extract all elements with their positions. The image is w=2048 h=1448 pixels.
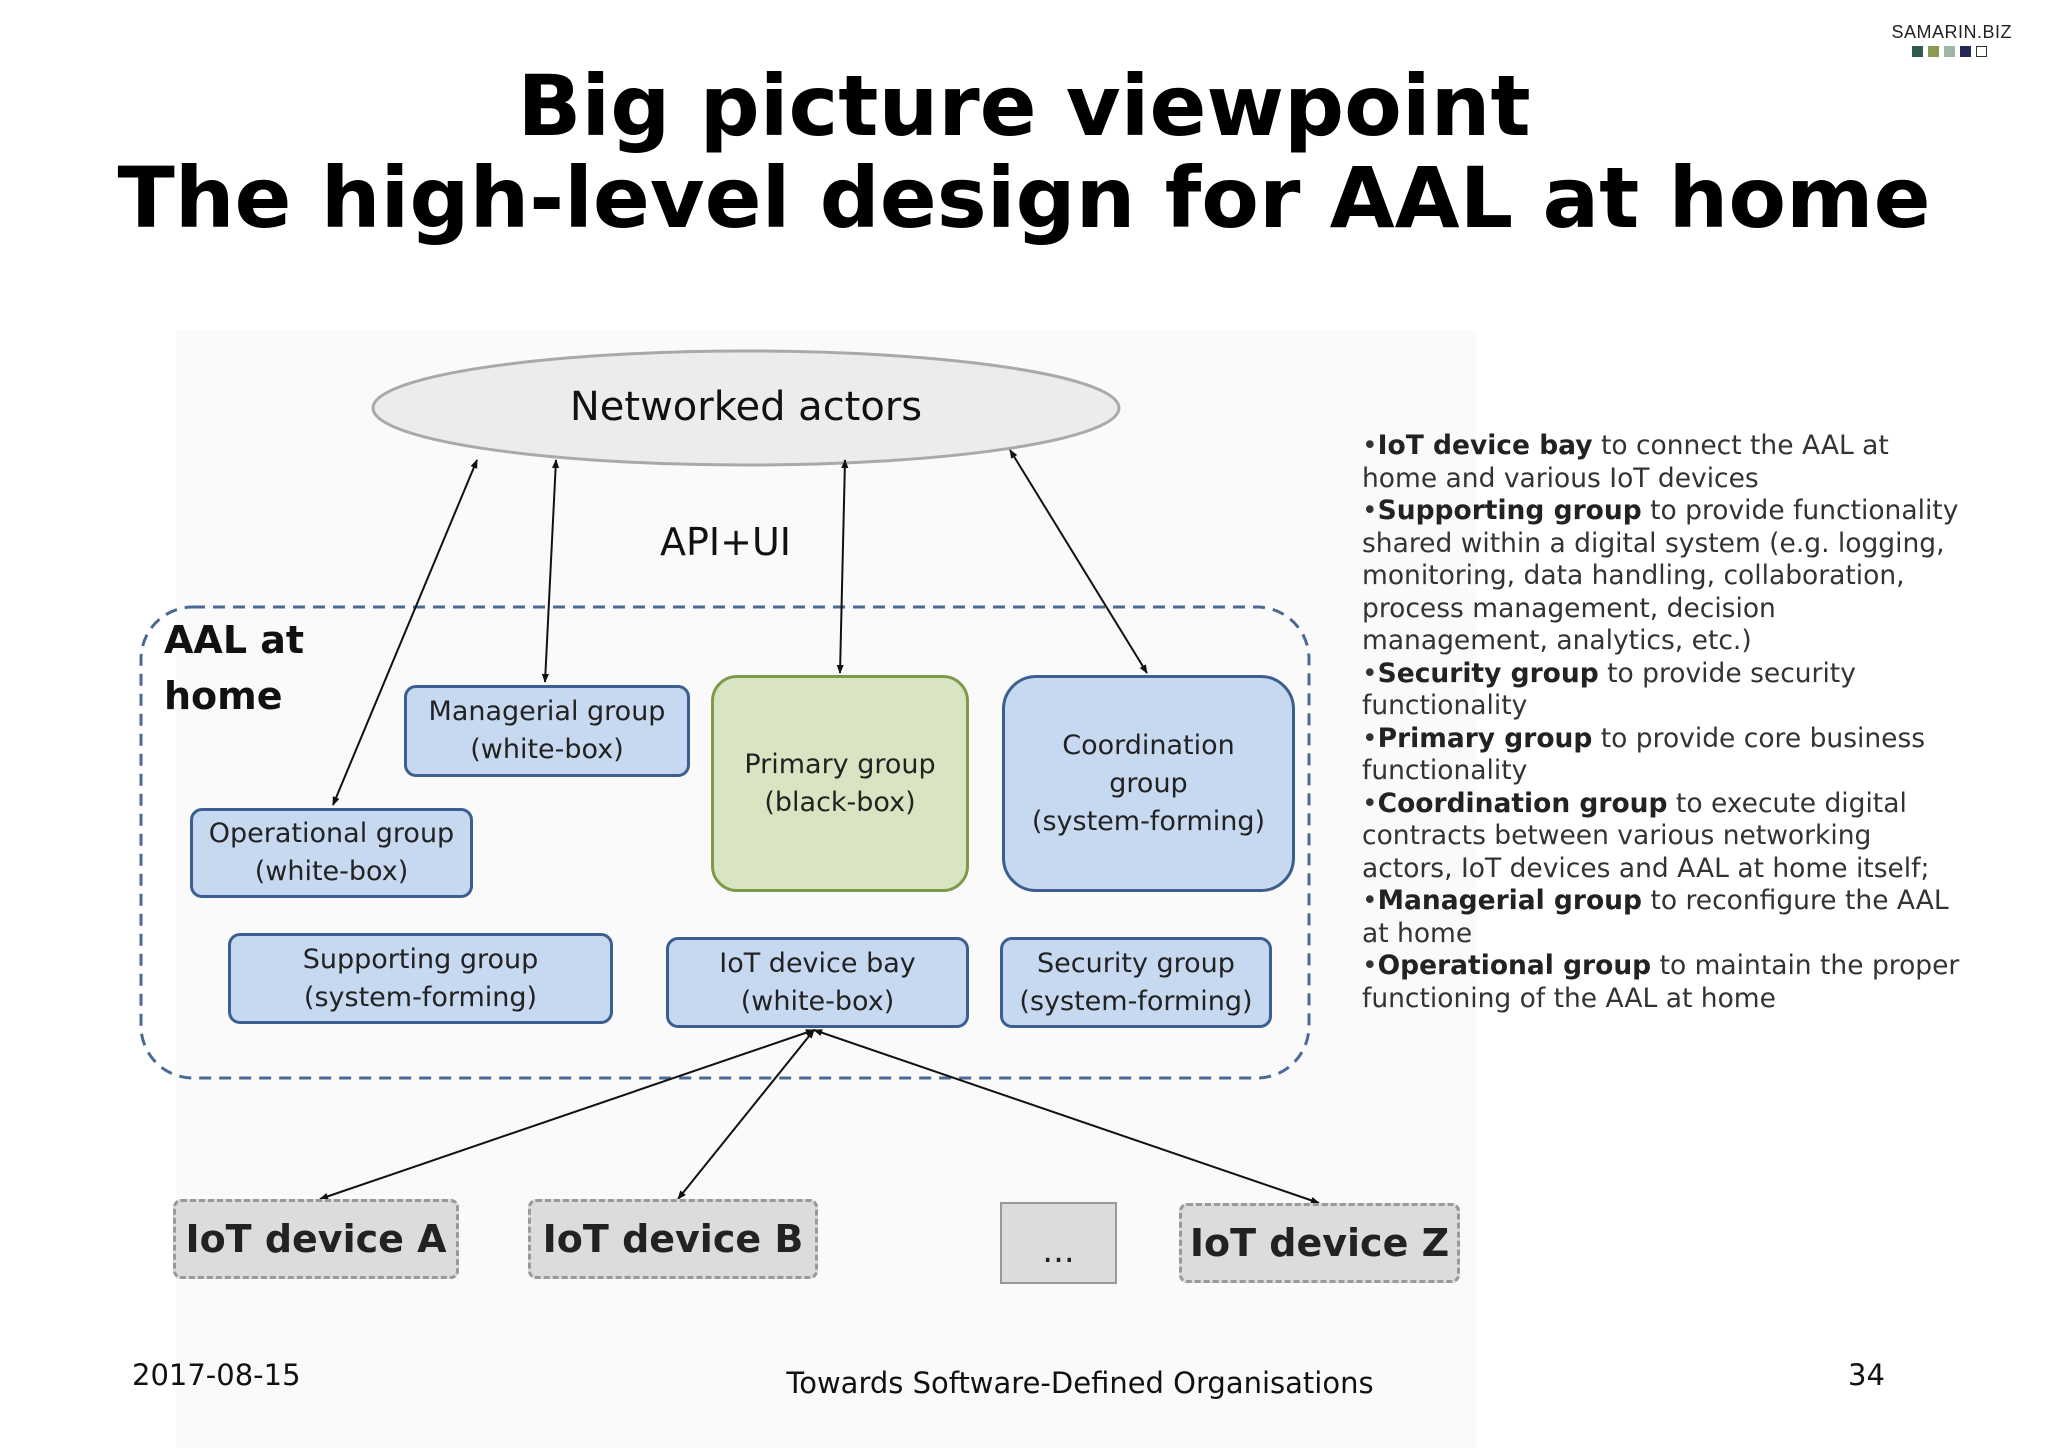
box-label: (white-box) xyxy=(470,734,624,765)
brand-logo-text: SAMARIN.BIZ xyxy=(1891,22,2012,42)
note-text: to provide functionality shared within a… xyxy=(1362,495,1959,656)
iot-device-z-box[interactable]: IoT device Z xyxy=(1179,1203,1460,1283)
note-text: to maintain the proper functioning of th… xyxy=(1362,950,1960,1014)
note-item: •IoT device bay to connect the AAL at ho… xyxy=(1362,430,1889,494)
note-term: Supporting group xyxy=(1377,495,1642,526)
note-term: Managerial group xyxy=(1377,885,1643,916)
managerial-group-box[interactable]: Managerial group (white-box) xyxy=(404,685,690,777)
arrow-bay-device-z xyxy=(813,1029,1320,1204)
aal-at-home-label: AAL at home xyxy=(164,612,304,724)
note-text: to provide core business functionality xyxy=(1362,722,1926,787)
arrow-actors-coordination xyxy=(1009,449,1148,674)
arrow-bay-device-b xyxy=(677,1029,815,1200)
page-number: 34 xyxy=(1848,1358,1885,1392)
brand-square xyxy=(1944,46,1955,57)
note-item: •Primary group to provide core business … xyxy=(1362,722,1926,787)
supporting-group-box[interactable]: Supporting group (system-forming) xyxy=(228,933,613,1024)
brand-square xyxy=(1912,46,1923,57)
note-item: •Coordination group to execute digital c… xyxy=(1362,787,1930,884)
box-label: Supporting group xyxy=(302,943,539,975)
brand-square xyxy=(1976,46,1987,57)
arrow-actors-managerial xyxy=(541,459,560,683)
slide-title-line-1: Big picture viewpoint xyxy=(517,57,1531,155)
more-devices-box[interactable]: ... xyxy=(1000,1202,1117,1284)
note-term: Primary group xyxy=(1377,722,1593,754)
box-label: Primary group xyxy=(744,748,936,780)
arrow-actors-primary xyxy=(836,459,849,674)
brand-logo-squares xyxy=(1912,46,1987,57)
box-label: (white-box) xyxy=(254,856,409,887)
box-label: Managerial group xyxy=(428,696,666,727)
iot-device-b-box[interactable]: IoT device B xyxy=(528,1199,818,1279)
brand-square xyxy=(1960,46,1971,57)
note-item: •Managerial group to reconfigure the AAL… xyxy=(1362,885,1949,949)
iot-device-bay-box[interactable]: IoT device bay (white-box) xyxy=(666,937,969,1028)
box-label: group xyxy=(1109,767,1188,799)
security-group-box[interactable]: Security group (system-forming) xyxy=(1000,937,1272,1028)
arrow-actors-operational xyxy=(332,459,478,806)
note-item: •Operational group to maintain the prope… xyxy=(1362,950,1960,1014)
networked-actors-label: Networked actors xyxy=(569,384,923,430)
frame-label-line: home xyxy=(164,674,283,718)
note-text: to execute digital contracts between var… xyxy=(1362,787,1930,884)
arrow-bay-device-a xyxy=(319,1029,815,1200)
box-label: (system-forming) xyxy=(303,981,538,1013)
note-text: to reconfigure the AAL at home xyxy=(1362,885,1949,949)
slide-title-line-2: The high-level design for AAL at home xyxy=(117,149,1931,247)
box-label: Coordination xyxy=(1062,729,1235,761)
primary-group-box[interactable]: Primary group (black-box) xyxy=(711,675,969,892)
box-label: (system-forming) xyxy=(1031,805,1266,837)
note-term: Coordination group xyxy=(1377,787,1668,819)
footer-date: 2017-08-15 xyxy=(132,1358,301,1392)
operational-group-box[interactable]: Operational group (white-box) xyxy=(190,808,473,898)
footer-title: Towards Software-Defined Organisations xyxy=(786,1366,1374,1400)
box-label: Operational group xyxy=(208,818,455,849)
box-label: Security group xyxy=(1037,947,1235,979)
frame-label-line: AAL at xyxy=(164,618,305,662)
note-item: •Security group to provide security func… xyxy=(1362,657,1856,722)
box-label: (system-forming) xyxy=(1019,985,1253,1017)
coordination-group-box[interactable]: Coordination group (system-forming) xyxy=(1002,675,1295,892)
iot-device-a-box[interactable]: IoT device A xyxy=(173,1199,459,1279)
note-term: IoT device bay xyxy=(1377,430,1593,461)
networked-actors-ellipse xyxy=(371,349,1121,467)
group-descriptions: •IoT device bay to connect the AAL at ho… xyxy=(1362,430,1962,1015)
note-item: •Supporting group to provide functionali… xyxy=(1362,495,1959,656)
brand-square xyxy=(1928,46,1939,57)
box-label: IoT device bay xyxy=(719,947,916,979)
note-text: to provide security functionality xyxy=(1362,657,1856,722)
box-label: (white-box) xyxy=(740,985,895,1017)
box-label: (black-box) xyxy=(764,786,916,818)
note-term: Security group xyxy=(1377,657,1599,689)
note-term: Operational group xyxy=(1377,950,1652,981)
note-text: to connect the AAL at home and various I… xyxy=(1362,430,1889,494)
api-ui-label: API+UI xyxy=(660,520,791,564)
